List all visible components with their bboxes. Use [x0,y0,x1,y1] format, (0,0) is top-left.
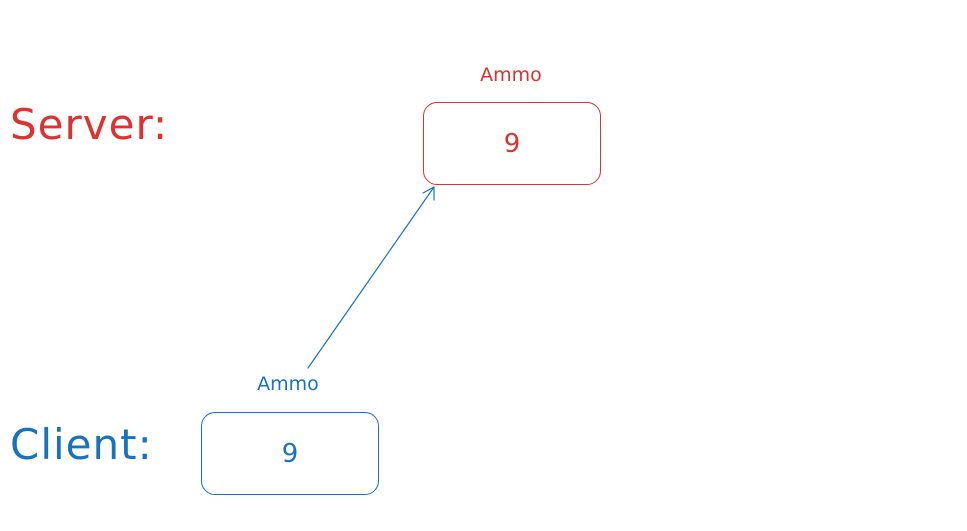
sync-arrow-head [422,186,435,201]
server-value: 9 [503,128,521,159]
server-variable-name: Ammo [480,64,542,86]
client-value: 9 [281,438,299,469]
client-variable-name: Ammo [257,373,319,395]
client-value-box: 9 [201,412,379,495]
client-label: Client: [10,420,153,469]
server-label: Server: [10,100,169,149]
sync-arrow-line [307,186,435,369]
server-value-box: 9 [423,102,601,185]
